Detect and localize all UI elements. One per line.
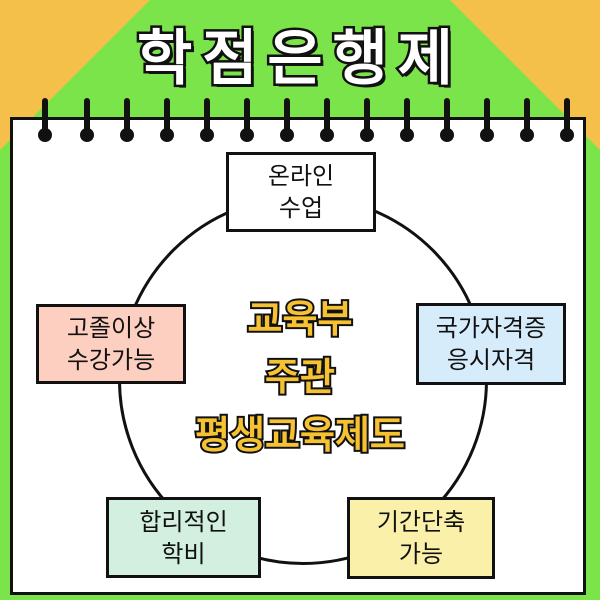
spiral-binding-ring-icon [80, 98, 94, 142]
spiral-binding-ring-icon [240, 98, 254, 142]
node-online-class: 온라인 수업 [226, 152, 376, 232]
spiral-binding-ring-icon [120, 98, 134, 142]
title-banner: 학점은행제 [0, 10, 600, 97]
node-shortened-period: 기간단축 가능 [347, 497, 495, 579]
spiral-binding-ring-icon [480, 98, 494, 142]
spiral-binding-ring-icon [38, 98, 52, 142]
spiral-binding-ring-icon [280, 98, 294, 142]
spiral-binding-ring-icon [160, 98, 174, 142]
spiral-binding-ring-icon [520, 98, 534, 142]
spiral-binding-ring-icon [400, 98, 414, 142]
node-high-school-eligible: 고졸이상 수강가능 [36, 304, 186, 384]
page-title: 학점은행제 [135, 22, 463, 97]
node-reasonable-tuition: 합리적인 학비 [106, 497, 261, 578]
spiral-binding-ring-icon [200, 98, 214, 142]
spiral-binding-ring-icon [440, 98, 454, 142]
node-national-certificate: 국가자격증 응시자격 [416, 303, 566, 385]
spiral-binding-ring-icon [320, 98, 334, 142]
spiral-binding-ring-icon [360, 98, 374, 142]
center-text: 교육부 주관 평생교육제도 [193, 295, 407, 459]
spiral-binding-ring-icon [560, 98, 574, 142]
